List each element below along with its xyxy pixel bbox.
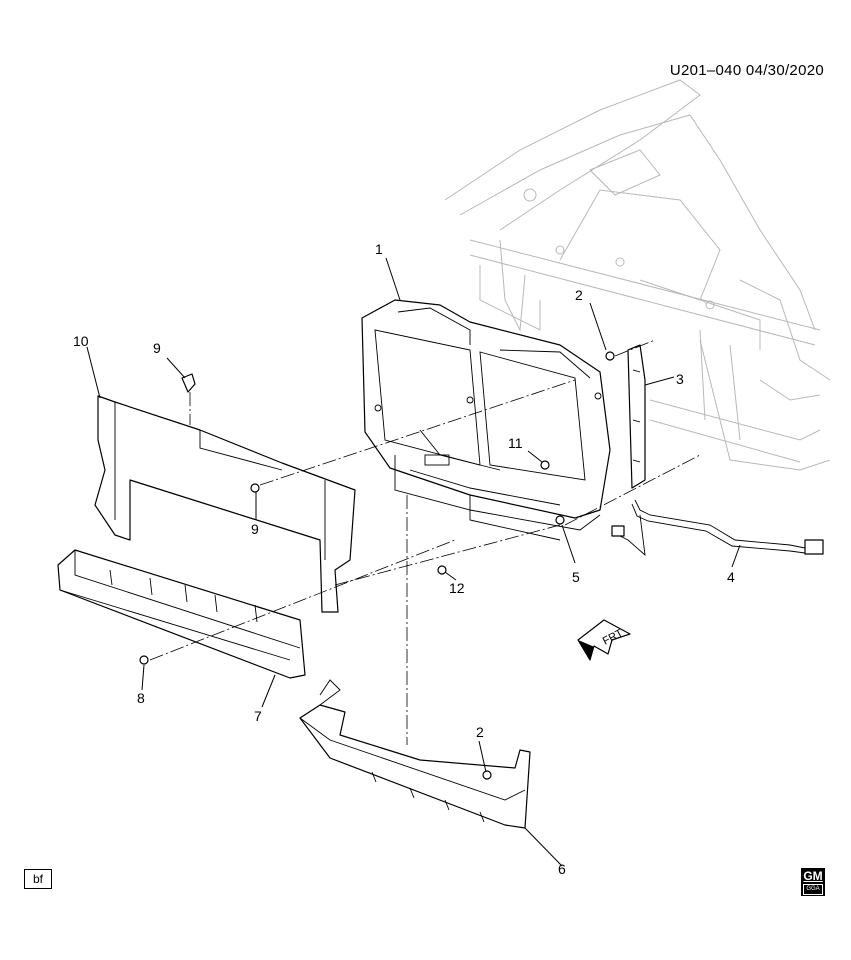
callout-3: 3 bbox=[676, 371, 684, 387]
callout-7: 7 bbox=[254, 708, 262, 724]
screw-11 bbox=[540, 460, 550, 470]
diagram-code: U201–040 04/30/2020 bbox=[669, 62, 824, 79]
callout-8: 8 bbox=[137, 690, 145, 706]
callout-1: 1 bbox=[375, 241, 383, 257]
bolt-5 bbox=[555, 515, 565, 525]
callout-9b: 9 bbox=[251, 521, 259, 537]
screw-2a bbox=[605, 351, 615, 361]
callout-4: 4 bbox=[727, 569, 735, 585]
clip-9b bbox=[250, 483, 260, 493]
screw-8 bbox=[139, 655, 149, 665]
leader-lines bbox=[86, 257, 741, 867]
wiring-harness bbox=[611, 499, 824, 557]
gm-logo-text: GM bbox=[803, 869, 823, 883]
callout-labels: 1 2 2 3 4 5 6 7 8 9 9 10 11 12 bbox=[73, 241, 735, 877]
gm-logo-subtext: GGA bbox=[803, 884, 823, 895]
side-bracket bbox=[627, 344, 646, 489]
callout-11: 11 bbox=[508, 435, 523, 451]
callout-10: 10 bbox=[73, 333, 89, 349]
screw-2b bbox=[482, 770, 492, 780]
callout-9a: 9 bbox=[153, 340, 161, 356]
nut-12 bbox=[437, 565, 447, 575]
callout-12: 12 bbox=[449, 580, 465, 596]
vehicle-front-structure bbox=[444, 79, 831, 471]
front-direction-marker: FRT bbox=[577, 619, 631, 661]
callout-5: 5 bbox=[572, 569, 580, 585]
lower-air-deflector bbox=[299, 679, 531, 829]
air-baffle-frame bbox=[361, 299, 611, 541]
callout-6: 6 bbox=[558, 861, 566, 877]
clip-9a bbox=[181, 373, 196, 393]
corner-tag: bf bbox=[24, 869, 52, 889]
callout-2a: 2 bbox=[575, 287, 583, 303]
gm-logo: GM GGA bbox=[801, 868, 825, 896]
callout-2b: 2 bbox=[476, 724, 484, 740]
front-lower-deflector bbox=[57, 549, 306, 679]
alignment-lines bbox=[149, 339, 701, 745]
radiator-deflector-panel bbox=[94, 395, 356, 613]
fasteners bbox=[139, 351, 615, 780]
